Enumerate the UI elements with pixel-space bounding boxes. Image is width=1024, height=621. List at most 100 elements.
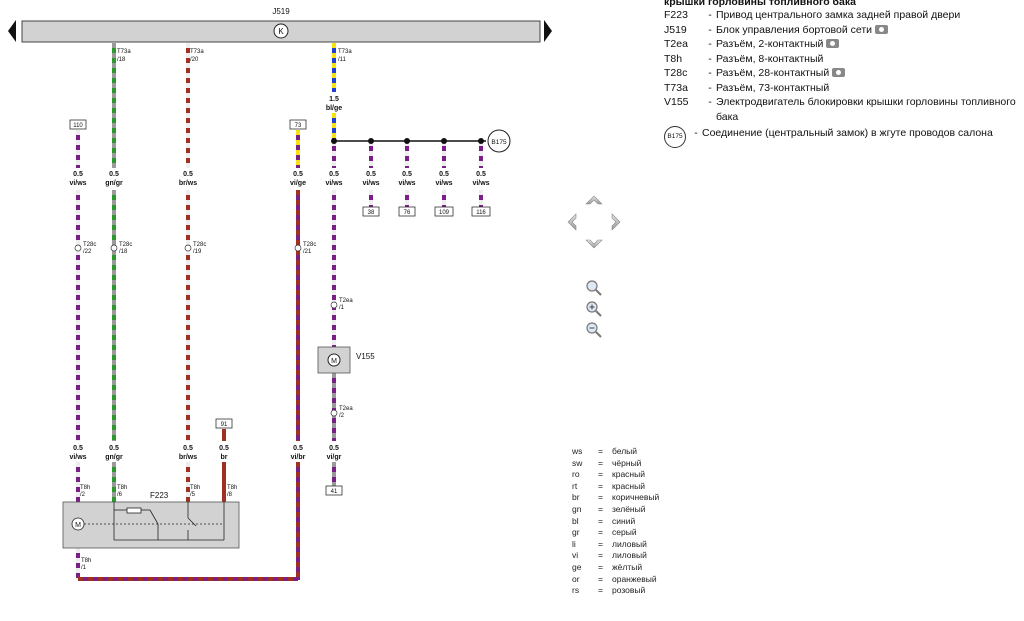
conn-pin: /21 [303, 249, 312, 255]
conn-name: T2ea [339, 298, 353, 304]
splice-dots [331, 138, 484, 144]
bus-left-arrow[interactable] [8, 20, 16, 42]
conn-pin: /1 [339, 305, 345, 311]
wire-color: gn/gr [105, 454, 123, 461]
legend-desc: Разъём, 8-контактный [716, 52, 824, 65]
color-abbr: rs [572, 585, 580, 596]
color-abbr: gr [572, 527, 580, 538]
legend-desc: Электродвигатель блокировки крышки горло… [716, 96, 1016, 123]
conn-pin: /11 [338, 57, 347, 63]
conn-name: T28c [83, 242, 96, 248]
legend-item: F223-Привод центрального замка задней пр… [664, 9, 961, 21]
wire-color: vi/ws [398, 180, 415, 187]
wire-labels-upper: 0.5 vi/ws 0.5 gn/gr 0.5 br/ws 0.5 vi/ge … [69, 96, 489, 187]
wire-size: 0.5 [293, 445, 303, 452]
pan-up-icon[interactable] [585, 195, 603, 205]
wire-size: 0.5 [329, 445, 339, 452]
ref-box [69, 119, 87, 130]
navigation-controls [567, 195, 621, 338]
wire-size: 0.5 [293, 171, 303, 178]
color-name: жёлтый [612, 561, 643, 572]
t73a-labels: T73a /18 T73a /20 T73a /11 [117, 49, 352, 63]
wire-color: br/ws [179, 180, 197, 187]
legend-item: T73a-Разъём, 73-контактный [664, 81, 830, 94]
color-code-row: rt=красный [572, 481, 659, 493]
legend-item: T28c-Разъём, 28-контактный [664, 66, 1024, 81]
ref-box [434, 206, 454, 217]
wire-color: vi/ws [325, 180, 342, 187]
wire-color: bl/ge [326, 105, 342, 112]
wire-color: br [221, 454, 228, 461]
ref-110: 110 [73, 123, 83, 129]
conn-name: T28c [303, 242, 316, 248]
wire-color: vi/ws [362, 180, 379, 187]
camera-icon[interactable] [875, 24, 889, 34]
color-name: лиловый [612, 538, 647, 549]
wire-segments [76, 43, 483, 581]
color-abbr: gn [572, 503, 582, 514]
wire-size: 0.5 [109, 445, 119, 452]
color-sep: = [598, 527, 603, 538]
legend-item: V155-Электродвигатель блокировки крышки … [664, 96, 1016, 123]
bus-right-arrow[interactable] [544, 20, 552, 42]
color-sep: = [598, 457, 603, 468]
conn-pin: /20 [190, 57, 199, 63]
conn-name: T73a [338, 49, 352, 55]
color-name: красный [612, 469, 645, 480]
color-code-row: or=оранжевый [572, 574, 659, 586]
conn-name: T28c [119, 242, 132, 248]
conn-name: T8h [227, 485, 237, 491]
color-code-row: vi=лиловый [572, 550, 659, 562]
conn-name: T8h [190, 485, 200, 491]
conn-name: T2ea [339, 406, 353, 412]
color-abbr: ge [572, 561, 582, 572]
color-name: синий [612, 515, 636, 526]
camera-icon[interactable] [832, 68, 846, 77]
connector-pin-symbol [330, 301, 338, 309]
color-name: оранжевый [612, 573, 657, 584]
wire-color: vi/ws [69, 180, 86, 187]
legend-code: V155 [664, 96, 689, 108]
color-code-row: ws=белый [572, 446, 659, 458]
b175-bubble [487, 129, 511, 153]
splice-dot [368, 138, 374, 144]
pan-left-icon[interactable] [567, 213, 577, 231]
conn-name: T8h [80, 485, 90, 491]
wire-color: vi/ws [472, 180, 489, 187]
zoom-fit-icon[interactable] [586, 280, 602, 296]
conn-pin: /2 [80, 492, 86, 498]
pan-right-icon[interactable] [611, 213, 621, 231]
splice-dot [478, 138, 484, 144]
wire-size: 0.5 [439, 171, 449, 178]
wire-size: 0.5 [73, 171, 83, 178]
color-sep: = [598, 561, 603, 572]
wire-size: 0.5 [219, 445, 229, 452]
ref-box [398, 206, 416, 217]
bus-label: J519 [272, 7, 290, 16]
zoom-in-icon[interactable] [586, 301, 602, 317]
color-sep: = [598, 550, 603, 561]
color-sep: = [598, 538, 603, 549]
wire-size: 0.5 [476, 171, 486, 178]
color-abbr: rt [572, 480, 578, 491]
wire-color: br/ws [179, 454, 197, 461]
conn-pin: /1 [81, 565, 87, 571]
conn-name: T73a [190, 49, 204, 55]
ref-38: 38 [368, 210, 375, 216]
color-name: лиловый [612, 550, 647, 561]
legend-code: F223 [664, 9, 688, 21]
color-abbr: li [572, 538, 576, 549]
zoom-out-icon[interactable] [586, 322, 602, 338]
wire-size: 0.5 [402, 171, 412, 178]
camera-icon[interactable] [826, 39, 840, 48]
ref-box [325, 485, 343, 496]
wiring-diagram: J519 K B175 110 73 91 38 76 109 116 41 T… [8, 7, 552, 581]
ref-41: 41 [331, 489, 338, 495]
wire-color: vi/ws [69, 454, 86, 461]
color-abbr: br [572, 492, 580, 503]
f223-internals [71, 502, 225, 541]
ref-box [289, 119, 307, 130]
color-sep: = [598, 503, 603, 514]
pan-down-icon[interactable] [585, 239, 603, 249]
